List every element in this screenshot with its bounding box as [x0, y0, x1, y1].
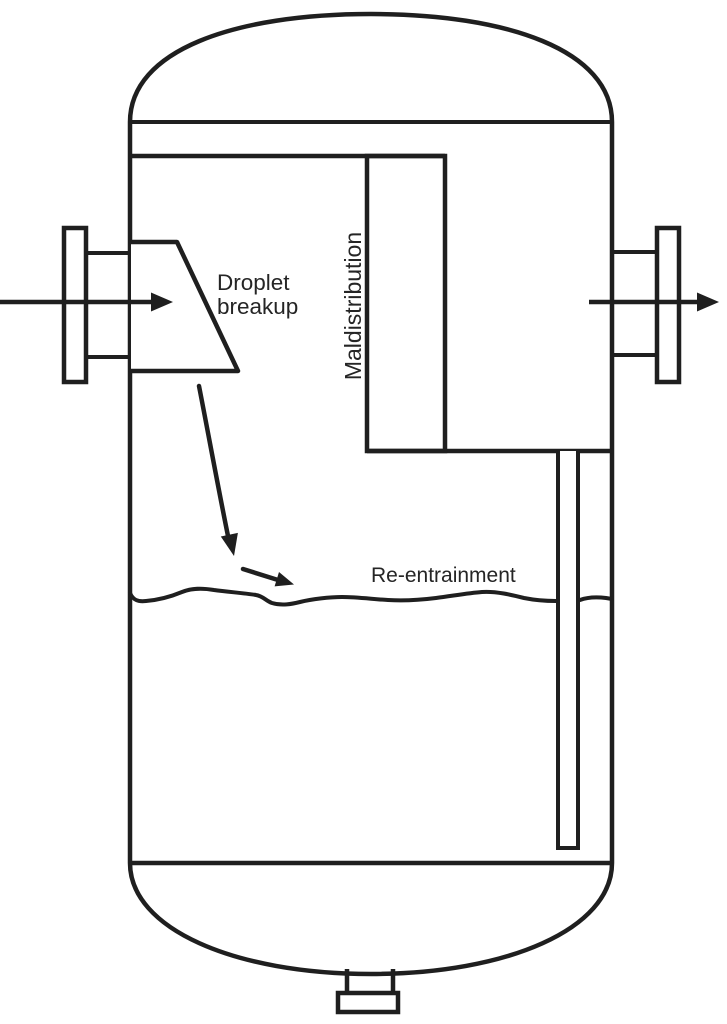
- splash-arrow-icon: [274, 572, 294, 587]
- inlet-deflector-plate: [128, 239, 241, 374]
- downcomer-pipe: [556, 451, 580, 850]
- droplet-breakup-label-line2: breakup: [217, 294, 298, 319]
- outlet-flange: [654, 225, 682, 385]
- re-entrainment-label: Re-entrainment: [371, 564, 516, 587]
- splash-arrow-shaft: [240, 566, 281, 583]
- droplet-breakup-label-line1: Droplet: [217, 270, 290, 295]
- droplet-trajectory-arrow-icon: [220, 532, 238, 556]
- inlet-flange: [61, 225, 89, 385]
- droplet-trajectory-arrow-shaft: [196, 383, 231, 539]
- liquid-surface-line: [128, 586, 558, 607]
- bottom-nozzle-neck: [344, 969, 396, 993]
- liquid-surface-line-right: [578, 595, 614, 602]
- bottom-nozzle-flange: [335, 990, 401, 1015]
- mesh-pad: [364, 153, 448, 454]
- maldistribution-label: Maldistribution: [340, 232, 366, 380]
- outlet-flow-arrow-icon: [697, 292, 719, 312]
- inlet-nozzle-pipe: [86, 251, 131, 359]
- inlet-flow-arrow-icon: [151, 292, 173, 312]
- outlet-nozzle-pipe: [612, 250, 657, 357]
